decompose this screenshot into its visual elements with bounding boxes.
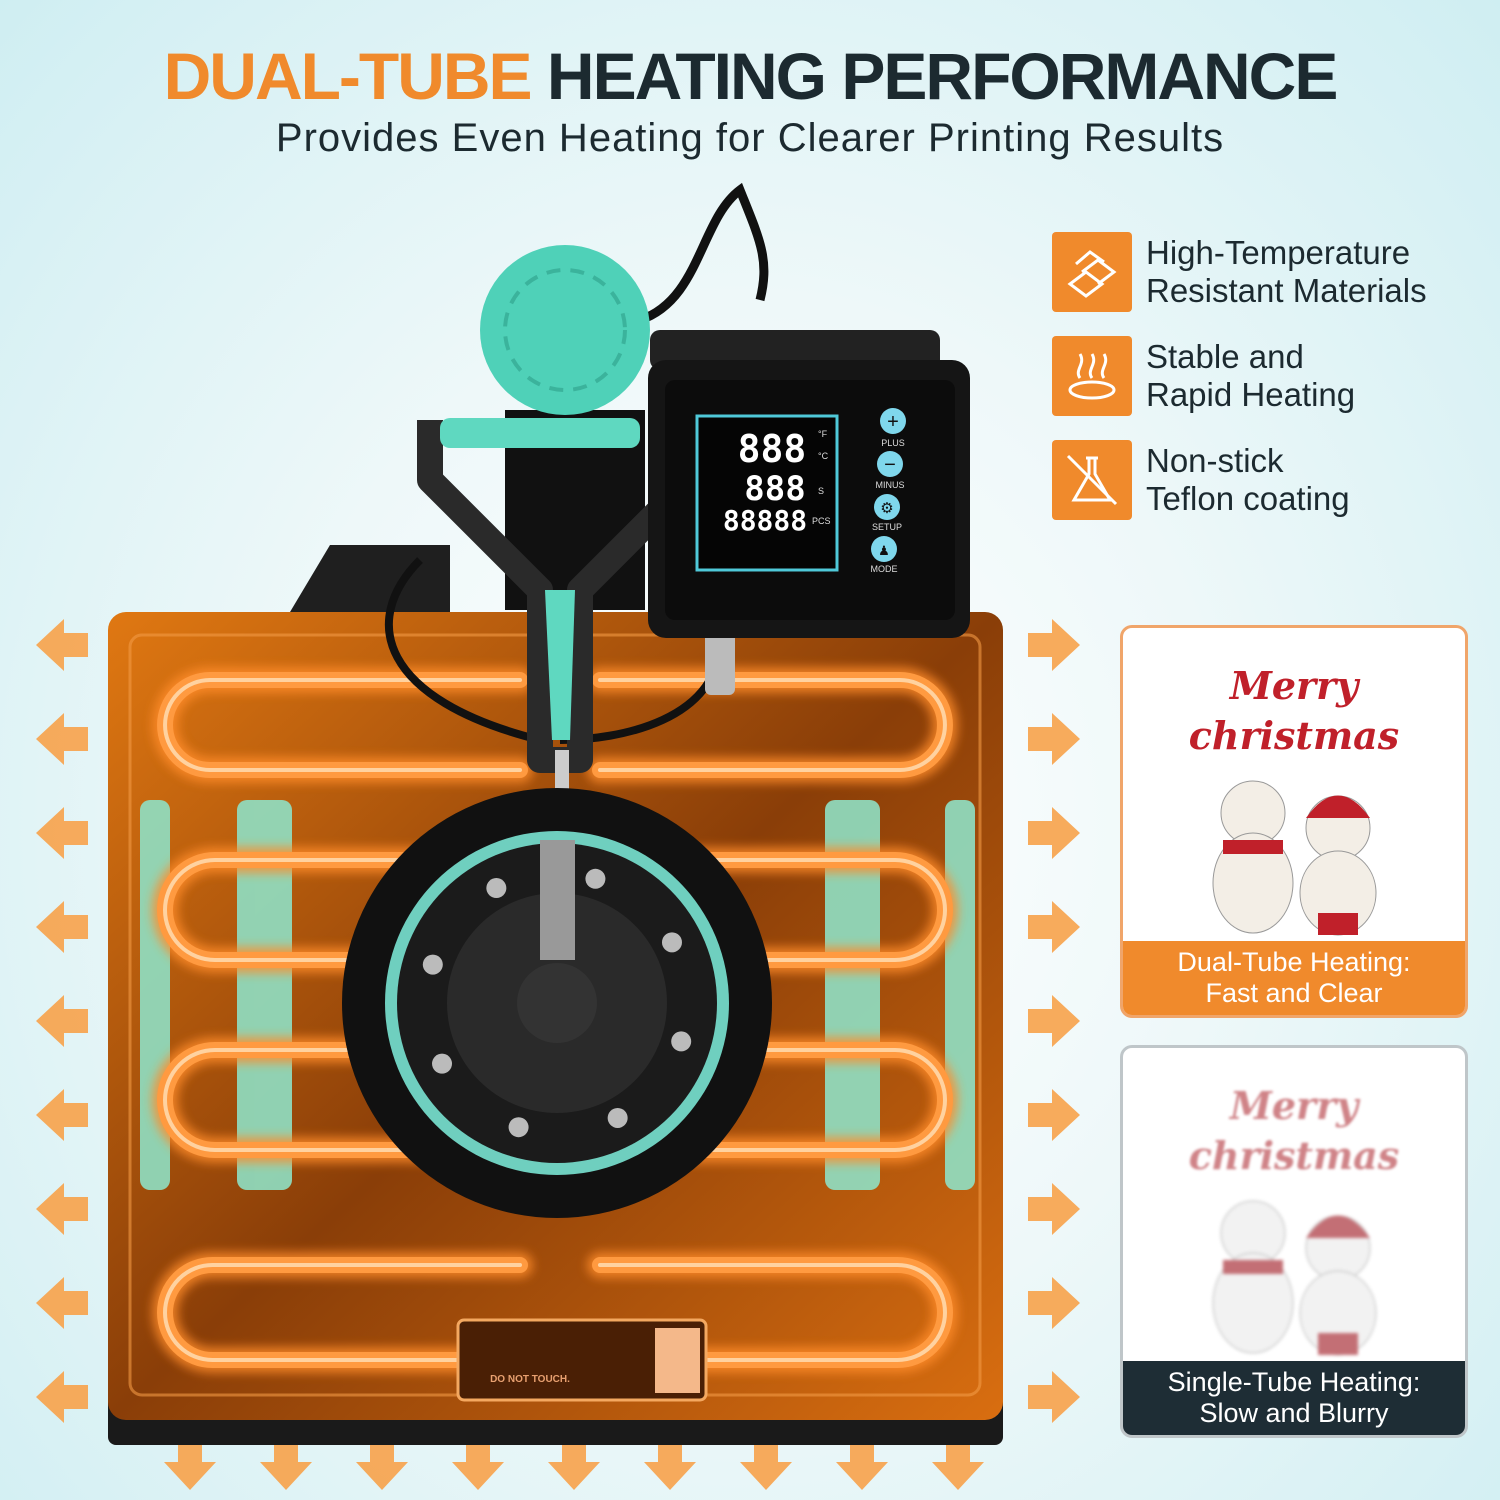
unit-c: °C — [818, 451, 829, 461]
mug-press-head — [342, 788, 772, 1218]
heat-arrow-icon — [740, 1438, 792, 1490]
svg-text:−: − — [884, 454, 896, 476]
print-text: Merry — [1229, 1083, 1359, 1128]
caption-line: Dual-Tube Heating: — [1177, 947, 1411, 977]
title-highlight: DUAL-TUBE — [163, 39, 533, 113]
plus-label: PLUS — [881, 438, 905, 448]
feature-line: Teflon coating — [1146, 480, 1350, 517]
svg-text:♟: ♟ — [878, 543, 890, 558]
setup-button[interactable]: ⚙ SETUP — [872, 494, 902, 532]
svg-text:+: + — [887, 411, 899, 433]
heat-arrow-icon — [36, 1183, 88, 1235]
heat-arrow-icon — [548, 1438, 600, 1490]
feature-line: Non-stick — [1146, 442, 1284, 479]
screw-icon — [422, 954, 443, 975]
heat-arrow-icon — [1028, 619, 1080, 671]
heating-tube — [163, 678, 947, 1362]
comparison-card-dual-tube: Merry christmas Dual-Tube Heating:Fast a… — [1120, 625, 1468, 1018]
screw-icon — [671, 1031, 692, 1052]
warning-text: DO NOT TOUCH. — [490, 1374, 570, 1385]
heat-arrow-icon — [356, 1438, 408, 1490]
subtitle: Provides Even Heating for Clearer Printi… — [275, 116, 1225, 160]
title-rest: HEATING PERFORMANCE — [546, 39, 1338, 113]
feature-line: Resistant Materials — [1146, 272, 1427, 309]
svg-text:⚙: ⚙ — [880, 500, 893, 517]
card-caption: Single-Tube Heating:Slow and Blurry — [1123, 1361, 1465, 1435]
caption-line: Single-Tube Heating: — [1167, 1367, 1421, 1397]
heat-arrow-icon — [1028, 901, 1080, 953]
heat-arrow-icon — [1028, 995, 1080, 1047]
heat-arrow-icon — [1028, 1277, 1080, 1329]
minus-button[interactable]: − MINUS — [876, 451, 905, 490]
feature-line: High-Temperature — [1146, 234, 1411, 271]
unit-s: S — [818, 486, 824, 496]
gold-bars-icon — [1052, 232, 1132, 312]
heat-arrow-icon — [1028, 807, 1080, 859]
heat-arrow-icon — [36, 619, 88, 671]
heat-arrow-icon — [836, 1438, 888, 1490]
heat-arrow-icon — [36, 1371, 88, 1423]
unit-f: °F — [818, 429, 828, 439]
heat-arrow-icon — [1028, 1183, 1080, 1235]
caption-line: Fast and Clear — [1205, 978, 1383, 1008]
print-text: Merry — [1229, 663, 1359, 708]
heat-arrow-icon — [164, 1438, 216, 1490]
page-title: DUAL-TUBE HEATING PERFORMANCE — [0, 38, 1500, 114]
pressure-knob — [480, 245, 650, 415]
heat-arrow-icon — [1028, 1089, 1080, 1141]
warning-label: DO NOT TOUCH. — [456, 1318, 708, 1402]
heat-arrow-icon — [36, 807, 88, 859]
heat-arrow-icon — [932, 1438, 984, 1490]
heat-arrows-right — [1028, 619, 1080, 1423]
heat-arrow-icon — [1028, 713, 1080, 765]
time-display: 888 — [744, 469, 805, 509]
screw-icon — [508, 1117, 529, 1138]
comparison-card-single-tube: Merry christmas Single-Tube Heating:Slow… — [1120, 1045, 1468, 1438]
heat-arrow-icon — [452, 1438, 504, 1490]
no-flask-icon — [1052, 440, 1132, 520]
mode-label: MODE — [871, 564, 898, 574]
feature-line: Stable and — [1146, 338, 1304, 375]
heat-waves-icon — [1052, 336, 1132, 416]
unit-pcs: PCS — [812, 516, 831, 526]
heating-tubes — [152, 667, 958, 1373]
setup-label: SETUP — [872, 522, 902, 532]
screw-icon — [486, 878, 507, 899]
heat-arrow-icon — [1028, 1371, 1080, 1423]
card-caption: Dual-Tube Heating:Fast and Clear — [1123, 941, 1465, 1015]
heat-arrow-icon — [36, 1277, 88, 1329]
print-text: christmas — [1188, 713, 1400, 758]
heat-arrows-left — [36, 619, 88, 1423]
heat-arrow-icon — [36, 1089, 88, 1141]
heat-arrow-icon — [36, 995, 88, 1047]
screw-icon — [607, 1107, 628, 1128]
control-panel: 888 888 88888 °F °C S PCS + PLUS − MINUS ⚙… — [648, 330, 970, 638]
teddy-bears-print-blurry — [1212, 1200, 1377, 1356]
minus-label: MINUS — [876, 480, 905, 490]
heat-arrow-icon — [36, 713, 88, 765]
screw-icon — [432, 1053, 453, 1074]
screw-icon — [661, 932, 682, 953]
temperature-display: 888 — [738, 427, 807, 471]
mode-button[interactable]: ♟ MODE — [871, 536, 898, 574]
heat-arrows-bottom — [164, 1438, 984, 1490]
teddy-bears-print — [1212, 780, 1377, 936]
plus-button[interactable]: + PLUS — [880, 408, 906, 448]
heat-arrow-icon — [260, 1438, 312, 1490]
heat-arrow-icon — [644, 1438, 696, 1490]
print-text: christmas — [1188, 1133, 1400, 1178]
count-display: 88888 — [723, 504, 807, 537]
heat-arrow-icon — [36, 901, 88, 953]
feature-line: Rapid Heating — [1146, 376, 1356, 413]
screw-icon — [585, 868, 606, 889]
caption-line: Slow and Blurry — [1199, 1398, 1389, 1428]
